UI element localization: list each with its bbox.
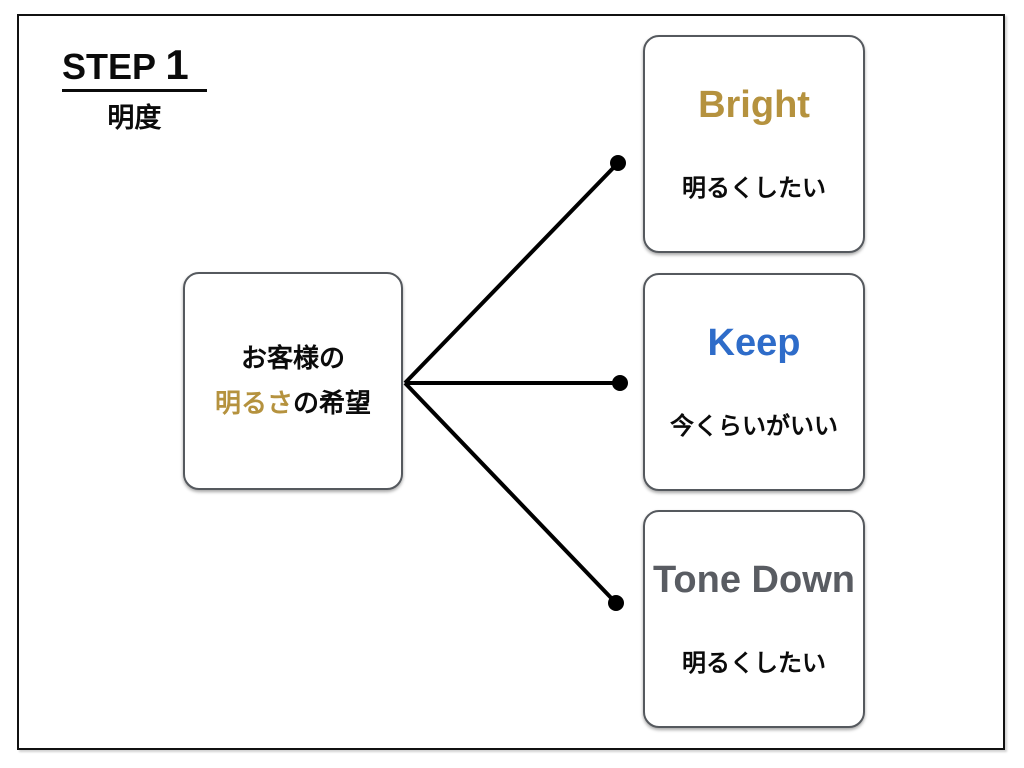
option-subtitle-bright: 明るくしたい xyxy=(682,174,826,202)
step-subtitle: 明度 xyxy=(107,103,162,133)
option-title-tonedown: Tone Down xyxy=(653,559,855,601)
root-node-line2: 明るさの希望 xyxy=(215,381,371,427)
option-title-keep: Keep xyxy=(707,322,801,364)
option-title-bright: Bright xyxy=(698,84,810,126)
root-node-highlight: 明るさ xyxy=(214,388,293,418)
root-node-line2-rest: の希望 xyxy=(293,388,372,418)
option-node-tonedown: Tone Down 明るくしたい xyxy=(643,510,865,728)
root-node: お客様の 明るさの希望 xyxy=(183,272,403,490)
option-subtitle-tonedown: 明るくしたい xyxy=(682,649,826,677)
root-node-text: お客様の 明るさの希望 xyxy=(215,336,371,427)
step-number: 1 xyxy=(165,41,189,88)
step-header: STEP 1 明度 xyxy=(62,44,207,135)
option-node-bright: Bright 明るくしたい xyxy=(643,35,865,253)
option-subtitle-keep: 今くらいがいい xyxy=(670,412,838,440)
option-node-keep: Keep 今くらいがいい xyxy=(643,273,865,491)
step-label: STEP xyxy=(62,46,156,87)
step-title: STEP 1 xyxy=(62,44,207,92)
root-node-line1: お客様の xyxy=(240,342,345,373)
